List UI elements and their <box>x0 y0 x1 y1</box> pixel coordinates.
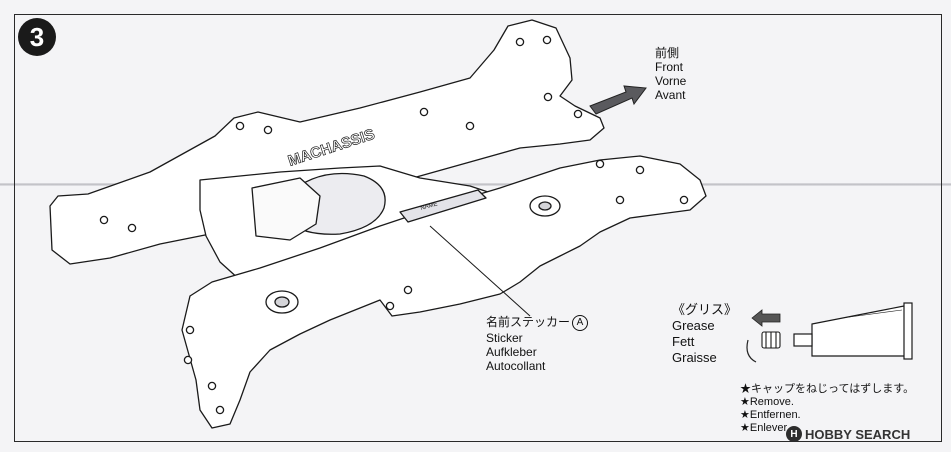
twist-arrow-icon <box>746 339 757 363</box>
cap-remove-arrow-icon <box>751 309 781 327</box>
hobby-search-logo-icon: H <box>786 426 802 442</box>
sticker-recess <box>399 189 487 223</box>
motor-housing <box>251 177 321 241</box>
step-number-badge: 3 <box>18 18 56 56</box>
sticker-mark: A <box>572 315 589 331</box>
cap-remove-note: ★キャップをねじってはずします。 ★Remove. ★Entfernen. ★E… <box>740 383 915 434</box>
name-tag: NAME <box>420 201 438 212</box>
front-direction-label: 前側 Front Vorne Avant <box>655 46 687 102</box>
fold-line <box>0 183 951 186</box>
watermark: H HOBBY SEARCH <box>786 426 910 442</box>
front-arrow-icon <box>589 85 647 115</box>
page-border <box>14 14 942 442</box>
grease-cap-icon <box>761 331 781 349</box>
grease-label: 《グリス》 Grease Fett Graisse <box>672 302 738 365</box>
sticker-leader-line <box>429 225 531 317</box>
grease-tube-icon <box>793 302 913 360</box>
